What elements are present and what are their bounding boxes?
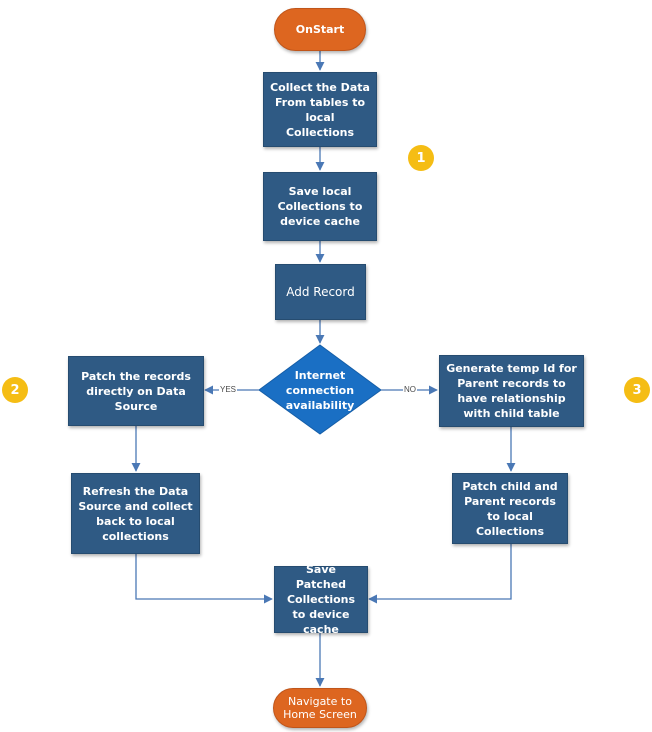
yes-label: YES (219, 385, 238, 395)
refresh-data-step: Refresh the Data Source and collect back… (71, 473, 200, 554)
navigate-terminal: Navigate to Home Screen (273, 688, 367, 728)
patch-direct-step: Patch the records directly on Data Sourc… (68, 356, 204, 426)
generate-temp-id-step: Generate temp Id for Parent records to h… (439, 355, 584, 427)
badge-3: 3 (624, 377, 650, 403)
onstart-terminal: OnStart (274, 8, 366, 51)
save-local-step: Save local Collections to device cache (263, 172, 377, 241)
badge-2: 2 (2, 377, 28, 403)
arrow-patch-child-save-patched (368, 544, 512, 604)
no-label: NO (403, 385, 417, 395)
arrow-refresh-save-patched (135, 554, 273, 604)
decision-label: Internet connection availability (285, 368, 355, 412)
collect-data-step: Collect the Data From tables to local Co… (263, 72, 377, 147)
patch-child-step: Patch child and Parent records to local … (452, 473, 568, 544)
decision-diamond (258, 344, 382, 435)
add-record-step: Add Record (275, 264, 366, 320)
badge-1: 1 (408, 145, 434, 171)
save-patched-step: Save Patched Collections to device cache (274, 563, 368, 636)
